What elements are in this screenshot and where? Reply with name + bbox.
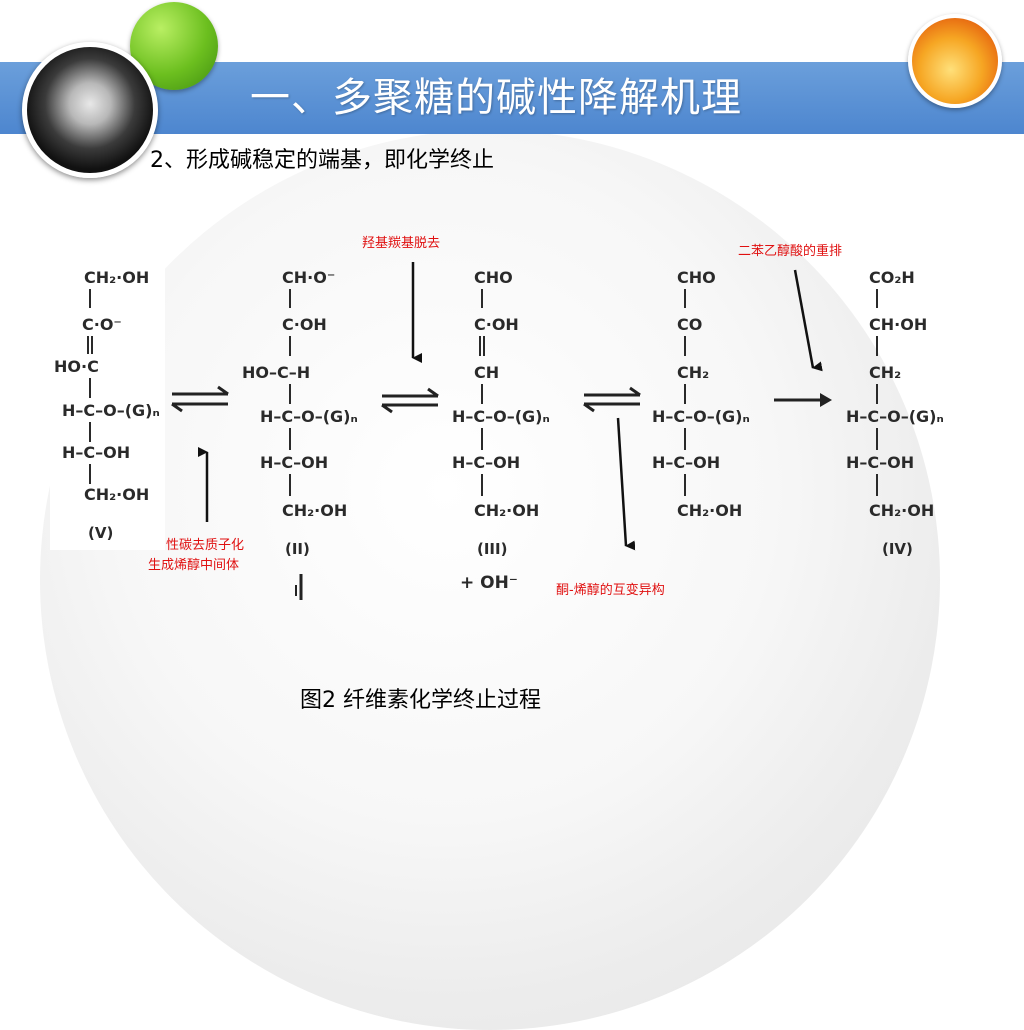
v-row-3: HO·C [54,357,99,376]
ii-row-5: H–C–OH [260,453,328,472]
flower-photo-icon [908,14,1002,108]
iv-row-5: H–C–OH [846,453,914,472]
iv-row-2: CH·OH [869,315,927,334]
ii-row-3: HO–C–H [242,363,310,382]
iii-hydroxide: + OH⁻ [460,573,518,593]
mid-row-5: H–C–OH [652,453,720,472]
v-row-2: C·O⁻ [82,315,122,334]
iii-row-4: H–C–O–(G)ₙ [452,407,550,426]
equilibrium-arrow-2 [381,387,439,414]
iii-row-1: CHO [474,268,513,287]
v-row-5: H–C–OH [62,443,130,462]
v-row-6: CH₂·OH [84,485,149,504]
iii-row-6: CH₂·OH [474,501,539,520]
structure-iii: CHO C·OH CH H–C–O–(G)ₙ H–C–OH CH₂·OH (II… [452,268,550,593]
iii-row-2: C·OH [474,315,519,334]
iv-row-3: CH₂ [869,363,901,382]
benzilic-arrow [793,269,823,372]
v-row-4: H–C–O–(G)ₙ [62,401,160,420]
forward-arrow-head [820,393,832,407]
ii-row-1: CH·O⁻ [282,268,335,287]
iv-row-1: CO₂H [869,268,915,287]
iii-row-3: CH [474,363,499,382]
mid-row-2: CO [677,315,702,334]
slide-subtitle: 2、形成碱稳定的端基，即化学终止 [150,148,494,173]
figure-caption: 图2 纤维素化学终止过程 [300,688,541,713]
keto-enol-arrow [616,417,636,551]
structure-v-panel [50,265,165,550]
iv-row-4: H–C–O–(G)ₙ [846,407,944,426]
annotation-deprotonation-1: 性碳去质子化 [166,538,245,553]
equilibrium-arrow-1 [171,385,229,413]
iv-label: (IV) [882,540,913,558]
iv-row-6: CH₂·OH [869,501,934,520]
mid-row-3: CH₂ [677,363,709,382]
annotation-benzilic: 二苯乙醇酸的重排 [738,244,843,259]
structure-ii: CH·O⁻ C·OH HO–C–H H–C–O–(G)ₙ H–C–OH CH₂·… [242,268,358,600]
structure-iv: CO₂H CH·OH CH₂ H–C–O–(G)ₙ H–C–OH CH₂·OH … [846,268,944,558]
v-row-1: CH₂·OH [84,268,149,287]
ii-row-6: CH₂·OH [282,501,347,520]
v-label: (V) [88,524,113,542]
iii-label: (III) [477,540,507,558]
slide-title: 一、多聚糖的碱性降解机理 [250,75,742,121]
mid-row-4: H–C–O–(G)ₙ [652,407,750,426]
ii-row-2: C·OH [282,315,327,334]
mid-row-6: CH₂·OH [677,501,742,520]
iii-row-5: H–C–OH [452,453,520,472]
annotation-dehydroxylation: 羟基羰基脱去 [362,236,441,251]
ii-label: (II) [285,540,310,558]
ii-row-4: H–C–O–(G)ₙ [260,407,358,426]
structure-intermediate: CHO CO CH₂ H–C–O–(G)ₙ H–C–OH CH₂·OH [652,268,750,520]
dandelion-photo-icon [22,42,158,178]
structure-v: CH₂·OH C·O⁻ HO·C H–C–O–(G)ₙ H–C–OH CH₂·O… [54,268,160,542]
annotation-deprotonation-2: 生成烯醇中间体 [148,558,240,573]
annotation-keto-enol: 酮-烯醇的互变异构 [556,583,665,598]
equilibrium-arrow-3 [583,386,641,413]
reaction-diagram: CH₂·OH C·O⁻ HO·C H–C–O–(G)ₙ H–C–OH CH₂·O… [54,262,944,600]
mid-row-1: CHO [677,268,716,287]
